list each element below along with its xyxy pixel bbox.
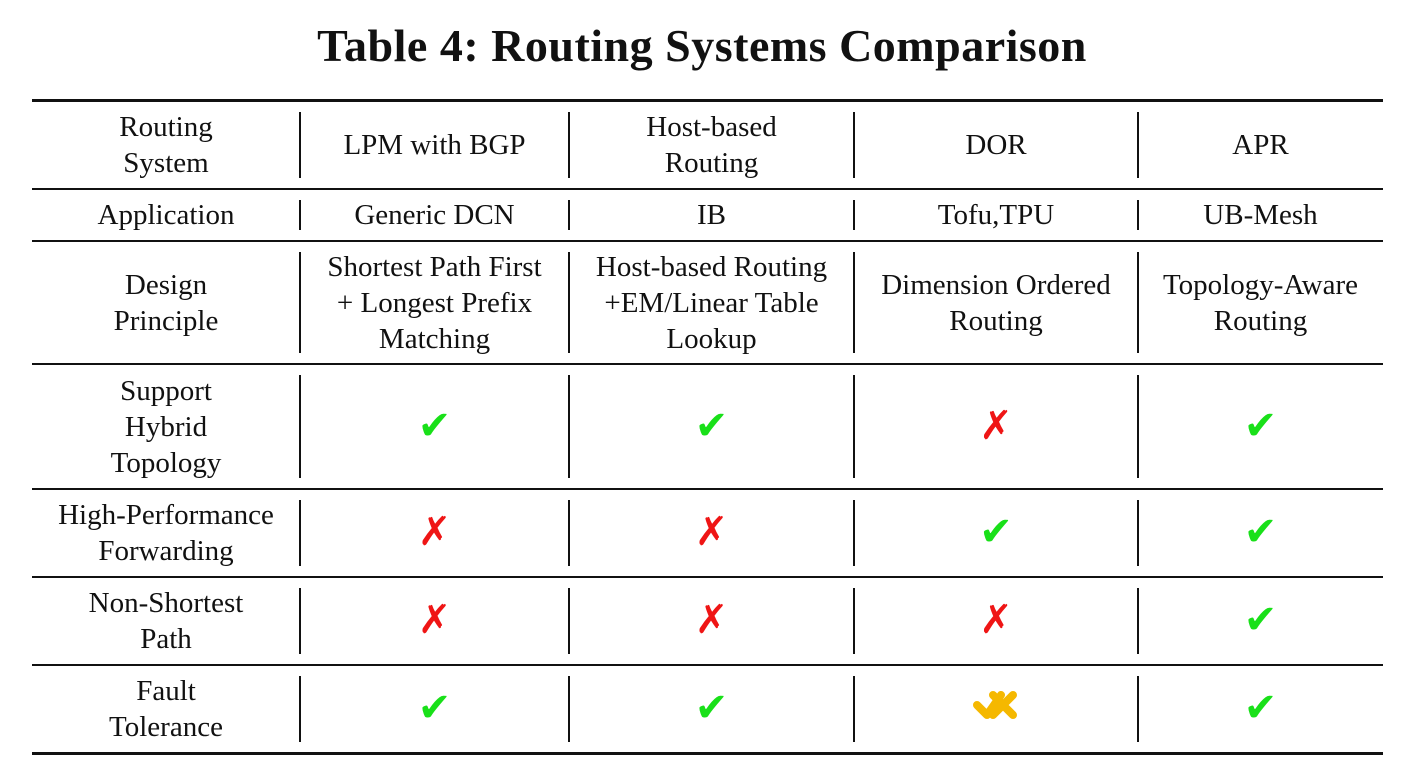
hybrid-topology-row: Support Hybrid Topology ✔ ✔ ✗ ✔ xyxy=(32,363,1383,489)
table-cell: ✔ xyxy=(1137,363,1383,489)
table-title: Table 4: Routing Systems Comparison xyxy=(317,20,1087,71)
cross-icon: ✗ xyxy=(979,597,1013,643)
table-cell: Host-based Routing xyxy=(568,101,854,190)
table-cell: Generic DCN xyxy=(299,188,569,241)
table-cell: Dimension Ordered Routing xyxy=(853,240,1138,364)
table-cell: ✔ xyxy=(299,363,569,489)
cross-icon: ✗ xyxy=(417,509,452,555)
table-cell: APR xyxy=(1137,101,1383,190)
cross-icon: ✗ xyxy=(417,597,452,643)
check-icon: ✔ xyxy=(694,402,729,449)
table-cell: ✗ xyxy=(568,576,854,665)
cell-text: Shortest Path First + Longest Prefix Mat… xyxy=(327,250,542,355)
table-cell: ✗ xyxy=(299,488,569,577)
check-icon: ✔ xyxy=(417,402,452,449)
table-cell: ✔ xyxy=(568,363,854,489)
table-cell: ✔ xyxy=(1137,488,1383,577)
table-cell: ✔ xyxy=(853,488,1138,577)
table-cell: ✗ xyxy=(299,576,569,665)
design-principle-row: Design Principle Shortest Path First + Lo… xyxy=(32,240,1383,364)
cell-text: Host-based Routing xyxy=(646,111,777,179)
table-cell: Host-based Routing +EM/Linear Table Look… xyxy=(568,240,854,364)
row-label: Routing System xyxy=(119,111,213,179)
table-cell: ✗ xyxy=(853,363,1138,489)
table-cell: UB-Mesh xyxy=(1137,188,1383,241)
table-cell: ✗ xyxy=(568,488,854,577)
table-cell: ✔ xyxy=(1137,664,1383,754)
table-cell: Topology-Aware Routing xyxy=(1137,240,1383,364)
routing-system-row: Routing System LPM with BGP Host-based Rou… xyxy=(32,101,1383,190)
non-shortest-path-row: Non-Shortest Path ✗ ✗ ✗ ✔ xyxy=(32,576,1383,665)
check-icon: ✔ xyxy=(1243,509,1278,555)
table-cell: ✔ xyxy=(299,664,569,754)
row-label: High-Performance Forwarding xyxy=(58,499,274,567)
row-label: Fault Tolerance xyxy=(109,675,223,743)
row-label-cell: Design Principle xyxy=(32,240,300,364)
cell-text: DOR xyxy=(965,129,1027,161)
row-label-cell: Routing System xyxy=(32,101,300,190)
table-cell: DOR xyxy=(853,101,1138,190)
cell-text: Generic DCN xyxy=(354,199,515,231)
high-performance-row: High-Performance Forwarding ✗ ✗ ✔ ✔ xyxy=(32,488,1383,577)
cell-text: UB-Mesh xyxy=(1203,199,1318,231)
check-icon: ✔ xyxy=(1243,597,1278,643)
table-cell: ✗ xyxy=(853,576,1138,665)
table-cell xyxy=(853,664,1138,754)
check-icon: ✔ xyxy=(1243,402,1278,449)
table-cell: Tofu,TPU xyxy=(853,188,1138,241)
row-label: Non-Shortest Path xyxy=(88,587,244,655)
cell-text: Tofu,TPU xyxy=(937,199,1055,231)
table-cell: IB xyxy=(568,188,854,241)
cell-text: IB xyxy=(697,199,726,231)
cross-icon: ✗ xyxy=(979,402,1013,449)
cross-icon: ✗ xyxy=(694,597,729,643)
table-cell: ✔ xyxy=(1137,576,1383,665)
table-cell: LPM with BGP xyxy=(299,101,569,190)
row-label-cell: Non-Shortest Path xyxy=(32,576,300,665)
cross-icon: ✗ xyxy=(694,509,729,555)
cell-text: LPM with BGP xyxy=(343,129,526,161)
table-cell: ✔ xyxy=(568,664,854,754)
comparison-table: Routing System LPM with BGP Host-based Rou… xyxy=(32,99,1383,755)
cell-text: Topology-Aware Routing xyxy=(1162,268,1359,337)
comparison-table-body: Routing System LPM with BGP Host-based Rou… xyxy=(32,101,1383,754)
fault-tolerance-row: Fault Tolerance ✔ ✔ ✔ xyxy=(32,664,1383,754)
cell-text: APR xyxy=(1232,129,1289,161)
row-label-cell: High-Performance Forwarding xyxy=(32,488,300,577)
check-icon: ✔ xyxy=(417,685,452,731)
row-label-cell: Support Hybrid Topology xyxy=(32,363,300,489)
row-label-cell: Application xyxy=(32,188,300,241)
check-icon: ✔ xyxy=(694,685,729,731)
cell-text: Dimension Ordered Routing xyxy=(881,268,1111,337)
application-row: Application Generic DCN IB Tofu,TPU UB-Mesh xyxy=(32,188,1383,241)
table-cell: Shortest Path First + Longest Prefix Mat… xyxy=(299,240,569,364)
cell-text: Host-based Routing +EM/Linear Table Look… xyxy=(595,250,828,355)
row-label-cell: Fault Tolerance xyxy=(32,664,300,754)
check-icon: ✔ xyxy=(1243,685,1278,731)
row-label: Support Hybrid Topology xyxy=(110,374,222,479)
partial-check-cross-icon xyxy=(973,687,1019,723)
check-icon: ✔ xyxy=(979,509,1013,555)
row-label: Design Principle xyxy=(113,268,219,337)
row-label: Application xyxy=(97,199,235,231)
